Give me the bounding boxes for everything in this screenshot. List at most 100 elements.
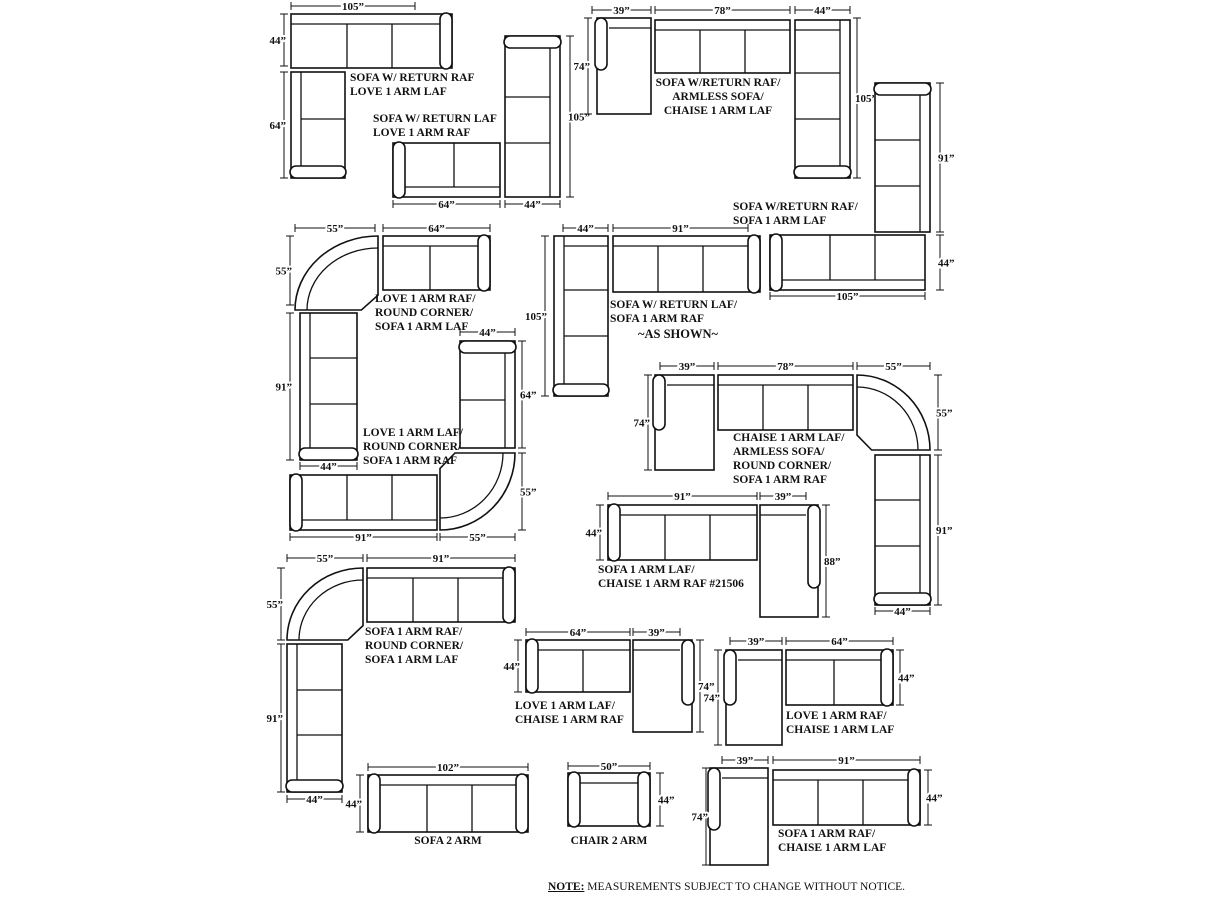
dimension: 44” [268,13,288,67]
dimension-label: 39” [613,5,630,17]
dimension: 55” [294,221,376,237]
dimension-label: 55” [520,487,537,499]
dimension-label: 44” [814,5,831,17]
dimension-label: 74” [698,681,715,693]
arm-left [392,141,406,199]
sofa-frame [299,312,358,461]
configuration-15: 39”91”74”44”SOFA 1 ARM RAF/CHAISE 1 ARM … [690,753,945,866]
sofa-frame [382,235,491,291]
sofa-frame [366,567,516,623]
configuration-label: SOFA 1 ARM RAF [610,313,704,325]
arm-right [637,771,651,828]
dimension-label: 55” [317,553,334,565]
dimension: 50” [567,759,651,775]
dimension-label: 91” [267,713,284,725]
dimension-label: 39” [775,491,792,503]
configuration-label: LOVE 1 ARM RAF [373,127,470,139]
dimension-label: 55” [936,408,953,420]
chaise-arm [707,767,721,831]
dimension-label: 44” [524,199,541,211]
dimension: 91” [612,221,749,237]
sofa-frame [874,454,931,606]
dimension-label: 44” [504,661,521,673]
configuration-label: SOFA 1 ARM LAF [733,215,826,227]
dimension-label: 39” [648,627,665,639]
dimension: 105” [523,235,549,397]
dimension: 74” [572,17,592,115]
sofa-frame [874,82,931,233]
arm-bottom [285,779,344,793]
sofa-frame [772,769,921,826]
configuration-label: ARMLESS SOFA/ [733,446,825,458]
dimension: 39” [721,753,769,769]
dimension: 44” [459,325,516,341]
configuration-label: CHAIR 2 ARM [571,835,648,847]
dimension: 55” [856,359,931,375]
dimension-label: 55” [469,532,486,544]
dimension-label: 64” [520,390,537,402]
chaise-arm [594,17,608,71]
dimension-label: 74” [692,812,709,824]
sofa-frame [286,643,343,793]
arm-right [439,12,453,70]
sofa-frame [607,504,758,561]
arm-left [769,233,783,292]
dimension-label: 105” [855,93,877,105]
arm-left [525,638,539,694]
dimension: 44” [656,772,677,827]
sofa-frame [289,474,438,531]
dimension-label: 91” [936,525,953,537]
configuration-3: 39”78”44”74”105”SOFA W/RETURN RAF/ARMLES… [572,3,879,179]
dimension: 44” [896,649,917,706]
configuration-label: ROUND CORNER/ [363,441,462,453]
configuration-11: 64”39”44”74”LOVE 1 ARM LAF/CHAISE 1 ARM … [502,625,717,733]
dimension: 55” [274,235,294,306]
dimension-label: 44” [270,35,287,47]
dimension: 64” [785,634,894,650]
dimension-label: 64” [428,223,445,235]
dimension: 78” [717,359,854,375]
configuration-10: 55”91”55”91”44”SOFA 1 ARM RAF/ROUND CORN… [265,551,516,808]
dimension-label: 44” [586,528,603,540]
dimension-label: 88” [824,556,841,568]
dimension: 91” [289,530,438,546]
dimension-label: 102” [437,762,459,774]
sofa-frame [567,772,651,827]
dimension: 39” [591,3,652,19]
dimension-label: 44” [926,793,943,805]
dimension: 39” [759,489,807,505]
dimension: 44” [936,234,957,291]
round-corner-back-line [856,386,919,451]
configuration-label: CHAISE 1 ARM RAF [515,714,624,726]
dimension: 74” [696,639,717,733]
dimension-label: 50” [601,761,618,773]
round-corner-back-line [306,247,379,311]
dimension: 64” [392,197,501,213]
dimension: 105” [853,17,879,179]
sofa-frame [459,340,516,449]
dimension-label: 39” [748,636,765,648]
dimension-label: 44” [346,799,363,811]
dimension: 91” [366,551,516,567]
configuration-label: LOVE 1 ARM LAF [350,86,447,98]
chaise-arm [652,374,666,431]
arm-right [515,773,529,834]
dimension-label: 74” [634,418,651,430]
dimension: 64” [382,221,491,237]
sofa-frame [392,142,501,198]
dimension-label: 55” [276,266,293,278]
dimension-label: 39” [679,361,696,373]
note-text: MEASUREMENTS SUBJECT TO CHANGE WITHOUT N… [584,881,906,893]
dimension-label: 91” [938,153,955,165]
dimension-label: 105” [342,1,364,13]
dimension: 44” [344,774,364,833]
arm-right [477,234,491,292]
dimension-label: 64” [438,199,455,211]
dimension-label: 55” [267,599,284,611]
configuration-label: ROUND CORNER/ [375,307,474,319]
dimension-label: 78” [714,5,731,17]
dimension: 74” [690,767,710,866]
configuration-13: 102”44”SOFA 2 ARM [344,760,529,847]
